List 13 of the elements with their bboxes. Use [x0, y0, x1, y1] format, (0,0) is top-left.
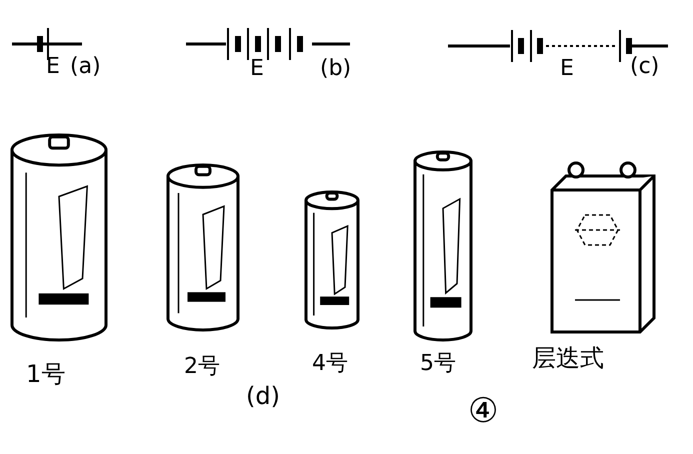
label-text: (b): [320, 58, 352, 80]
label-text: (c): [630, 56, 660, 78]
label-text: 2号: [184, 356, 220, 378]
label-text: 5号: [420, 353, 456, 375]
label-text: 4号: [312, 353, 348, 375]
label-text: (d): [246, 384, 280, 408]
label-text: E: [560, 58, 574, 80]
label-text: E: [46, 56, 60, 78]
figure-number: ④: [468, 394, 498, 428]
label-text: 层迭式: [532, 346, 604, 370]
label-text: 1号: [26, 362, 66, 386]
label-text: E: [250, 58, 264, 80]
label-text: (a): [70, 56, 101, 78]
